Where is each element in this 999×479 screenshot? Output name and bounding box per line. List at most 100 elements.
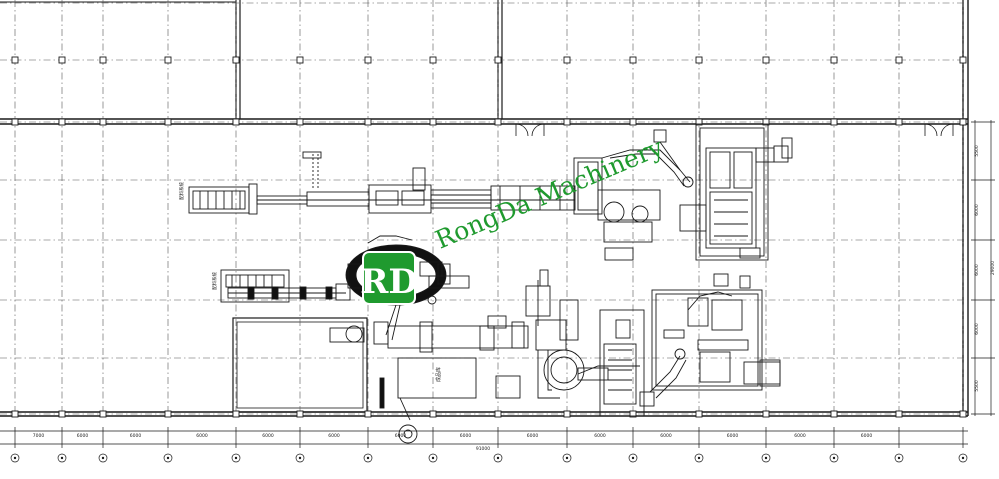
column <box>364 410 372 418</box>
label-left-top: 配料系统 <box>178 182 185 200</box>
axis-bubble-dot <box>366 456 370 460</box>
dimension-label: 6000 <box>594 433 606 439</box>
column <box>99 118 107 126</box>
column <box>762 56 770 64</box>
mid-left-conveyor <box>220 269 351 303</box>
upper-production-line <box>188 151 576 215</box>
column <box>695 410 703 418</box>
column <box>629 118 637 126</box>
column <box>296 56 304 64</box>
column <box>959 410 967 418</box>
column <box>563 56 571 64</box>
structural-columns <box>11 56 967 418</box>
column <box>11 56 19 64</box>
dimension-label: 5500 <box>974 145 980 157</box>
lower-right-machine <box>599 273 781 417</box>
column <box>494 410 502 418</box>
column <box>364 56 372 64</box>
column <box>762 118 770 126</box>
column <box>830 56 838 64</box>
axis-bubble-dot <box>832 456 836 460</box>
column <box>11 118 19 126</box>
column <box>629 410 637 418</box>
dimension-label: 7000 <box>33 433 45 439</box>
overall-dimension-right: 29000 <box>990 261 996 275</box>
dimension-label: 6000 <box>660 433 672 439</box>
dimension-label: 6000 <box>262 433 274 439</box>
axis-bubble-dot <box>565 456 569 460</box>
dimension-label: 6000 <box>527 433 539 439</box>
dimension-label: 6000 <box>460 433 472 439</box>
dimension-label: 6000 <box>77 433 89 439</box>
column <box>364 118 372 126</box>
axis-bubble-dot <box>961 456 965 460</box>
dimension-label: 6000 <box>130 433 142 439</box>
column <box>296 410 304 418</box>
column <box>232 118 240 126</box>
column <box>99 56 107 64</box>
column <box>494 118 502 126</box>
column <box>164 118 172 126</box>
column <box>895 118 903 126</box>
column <box>494 56 502 64</box>
column <box>762 410 770 418</box>
label-left-mid: 配料系统 <box>211 272 218 290</box>
label-storage: 成品库 <box>435 367 442 382</box>
column <box>232 410 240 418</box>
column <box>164 410 172 418</box>
column <box>629 56 637 64</box>
rongda-logo: RD <box>360 251 418 305</box>
dimension-label: 6000 <box>727 433 739 439</box>
dimension-label: 6000 <box>974 323 980 335</box>
overall-dimension-bottom: 91000 <box>476 446 490 452</box>
upper-right-machine <box>573 123 793 261</box>
column <box>58 118 66 126</box>
column <box>695 118 703 126</box>
column <box>563 410 571 418</box>
axis-bubble-dot <box>101 456 105 460</box>
dimension-label: 5500 <box>974 380 980 392</box>
lower-production-line <box>329 269 640 444</box>
column <box>830 118 838 126</box>
column <box>429 118 437 126</box>
axis-bubble-dot <box>234 456 238 460</box>
axis-bubble-dot <box>496 456 500 460</box>
column-gridlines-horizontal <box>0 2 968 415</box>
dimension-label: 6000 <box>395 433 407 439</box>
logo-letters: RD <box>360 262 418 302</box>
column <box>895 410 903 418</box>
door-symbols <box>515 123 954 137</box>
dimension-lines <box>0 120 995 448</box>
column <box>296 118 304 126</box>
dimension-label: 6000 <box>794 433 806 439</box>
dimension-label: 6000 <box>196 433 208 439</box>
axis-bubble-dot <box>166 456 170 460</box>
grid-axis-bubbles <box>10 453 968 463</box>
column <box>58 56 66 64</box>
axis-bubble-dot <box>764 456 768 460</box>
axis-bubble-dot <box>697 456 701 460</box>
column <box>830 410 838 418</box>
dimension-labels-bottom: 7000 6000 6000 6000 6000 6000 6000 6000 6000 6000… <box>33 433 873 452</box>
column <box>959 118 967 126</box>
dimension-label: 6000 <box>861 433 873 439</box>
column <box>959 56 967 64</box>
column <box>429 410 437 418</box>
dimension-label: 6000 <box>328 433 340 439</box>
axis-bubble-dot <box>897 456 901 460</box>
column <box>895 56 903 64</box>
axis-bubble-dot <box>631 456 635 460</box>
column <box>232 56 240 64</box>
column <box>164 56 172 64</box>
axis-bubble-dot <box>13 456 17 460</box>
axis-bubble-dot <box>60 456 64 460</box>
column <box>563 118 571 126</box>
dimension-label: 6000 <box>974 264 980 276</box>
column <box>99 410 107 418</box>
column <box>429 56 437 64</box>
column-gridlines-vertical <box>14 0 964 416</box>
axis-bubble-dot <box>431 456 435 460</box>
dimension-label: 6000 <box>974 204 980 216</box>
